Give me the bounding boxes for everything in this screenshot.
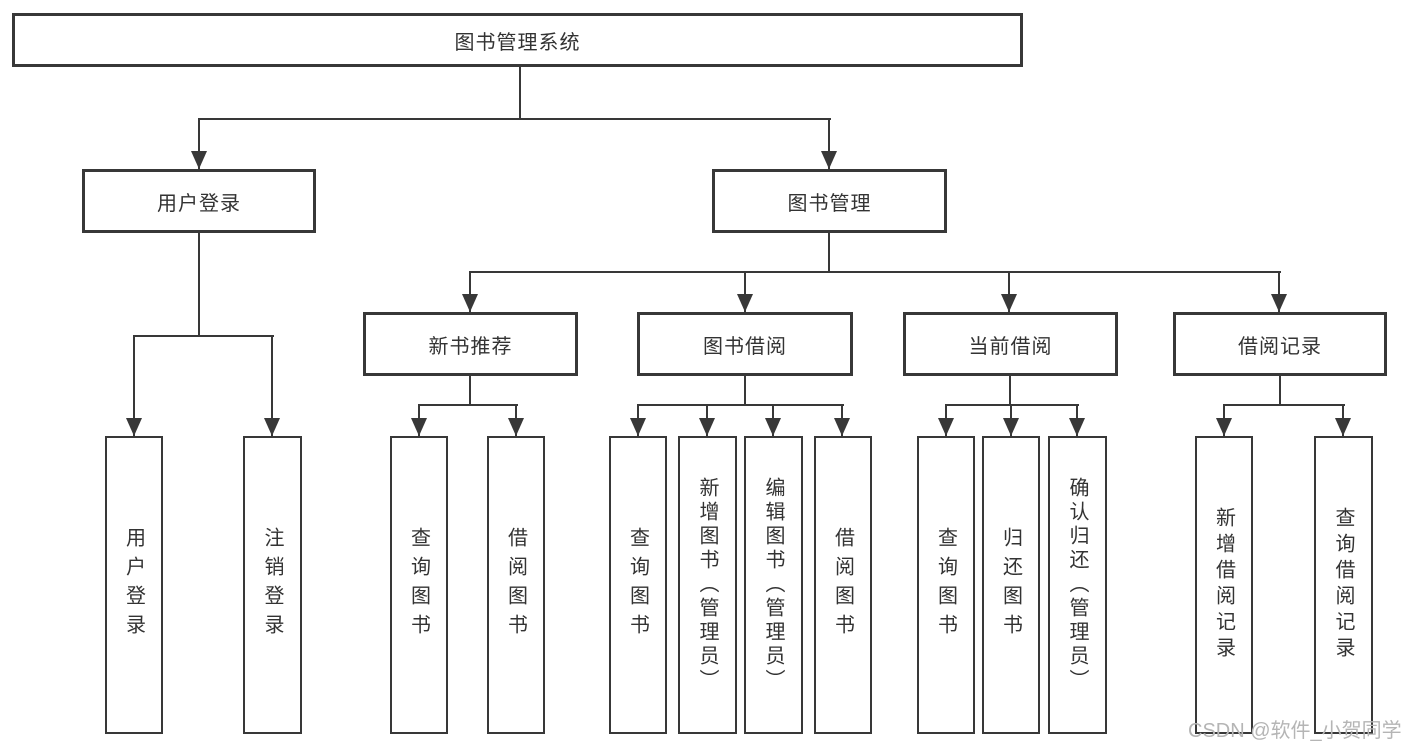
leaf-query-book-current: 查询图书 (917, 436, 975, 734)
connector-line (469, 271, 1281, 273)
leaf-label: 借阅图书 (831, 527, 854, 643)
connector-line (828, 233, 830, 273)
arrow-down-icon (1216, 418, 1232, 436)
connector-line (469, 376, 471, 406)
leaf-label: 借阅图书 (504, 527, 527, 643)
connector-line (271, 335, 273, 436)
leaf-edit-book-admin: 编辑图书（管理员） (744, 436, 803, 734)
leaf-add-borrow-record: 新增借阅记录 (1195, 436, 1253, 734)
watermark: CSDN @软件_小贺同学 (1188, 720, 1402, 742)
leaf-add-book-admin: 新增图书（管理员） (678, 436, 737, 734)
leaf-label: 注销登录 (261, 527, 283, 643)
connector-line (133, 335, 135, 436)
leaf-logout: 注销登录 (243, 436, 302, 734)
connector-line (519, 67, 521, 119)
arrow-down-icon (938, 418, 954, 436)
node-book-borrow: 图书借阅 (637, 312, 853, 376)
connector-line (1279, 376, 1281, 406)
connector-line (744, 376, 746, 406)
leaf-label: 新增图书（管理员） (696, 477, 718, 693)
leaf-label: 查询图书 (407, 527, 430, 643)
leaf-borrow-book-borrow: 借阅图书 (814, 436, 872, 734)
connector-line (418, 404, 518, 406)
connector-line (198, 118, 200, 169)
connector-line (469, 271, 471, 312)
arrow-down-icon (411, 418, 427, 436)
leaf-query-borrow-record: 查询借阅记录 (1314, 436, 1373, 734)
leaf-return-book: 归还图书 (982, 436, 1040, 734)
arrow-down-icon (834, 418, 850, 436)
arrow-down-icon (1271, 294, 1287, 312)
arrow-down-icon (462, 294, 478, 312)
node-root: 图书管理系统 (12, 13, 1023, 67)
arrow-down-icon (765, 418, 781, 436)
arrow-down-icon (508, 418, 524, 436)
arrow-down-icon (1001, 294, 1017, 312)
connector-line (1008, 271, 1010, 312)
leaf-borrow-book-newbook: 借阅图书 (487, 436, 545, 734)
leaf-label: 查询图书 (934, 527, 957, 643)
leaf-label: 确认归还（管理员） (1066, 477, 1088, 693)
connector-line (198, 118, 831, 120)
arrow-down-icon (1003, 418, 1019, 436)
connector-line (945, 404, 1079, 406)
leaf-label: 归还图书 (999, 527, 1022, 643)
connector-line (637, 404, 844, 406)
arrow-down-icon (191, 151, 207, 169)
arrow-down-icon (264, 418, 280, 436)
arrow-down-icon (821, 151, 837, 169)
arrow-down-icon (737, 294, 753, 312)
node-borrow-record: 借阅记录 (1173, 312, 1387, 376)
node-new-book-recommend: 新书推荐 (363, 312, 578, 376)
leaf-label: 新增借阅记录 (1212, 507, 1235, 663)
leaf-label: 查询借阅记录 (1332, 507, 1354, 663)
connector-line (198, 233, 200, 337)
leaf-user-login: 用户登录 (105, 436, 163, 734)
leaf-confirm-return-admin: 确认归还（管理员） (1048, 436, 1107, 734)
node-book-management: 图书管理 (712, 169, 947, 233)
leaf-label: 查询图书 (626, 527, 649, 643)
connector-line (1278, 271, 1280, 312)
node-current-borrow: 当前借阅 (903, 312, 1118, 376)
connector-line (1223, 404, 1345, 406)
arrow-down-icon (699, 418, 715, 436)
connector-line (828, 118, 830, 169)
leaf-query-book-borrow: 查询图书 (609, 436, 667, 734)
arrow-down-icon (1069, 418, 1085, 436)
connector-line (744, 271, 746, 312)
node-user-login: 用户登录 (82, 169, 316, 233)
leaf-label: 编辑图书（管理员） (762, 477, 784, 693)
arrow-down-icon (126, 418, 142, 436)
leaf-query-book-newbook: 查询图书 (390, 436, 448, 734)
connector-line (133, 335, 274, 337)
arrow-down-icon (630, 418, 646, 436)
leaf-label: 用户登录 (122, 527, 145, 643)
arrow-down-icon (1335, 418, 1351, 436)
connector-line (1009, 376, 1011, 406)
